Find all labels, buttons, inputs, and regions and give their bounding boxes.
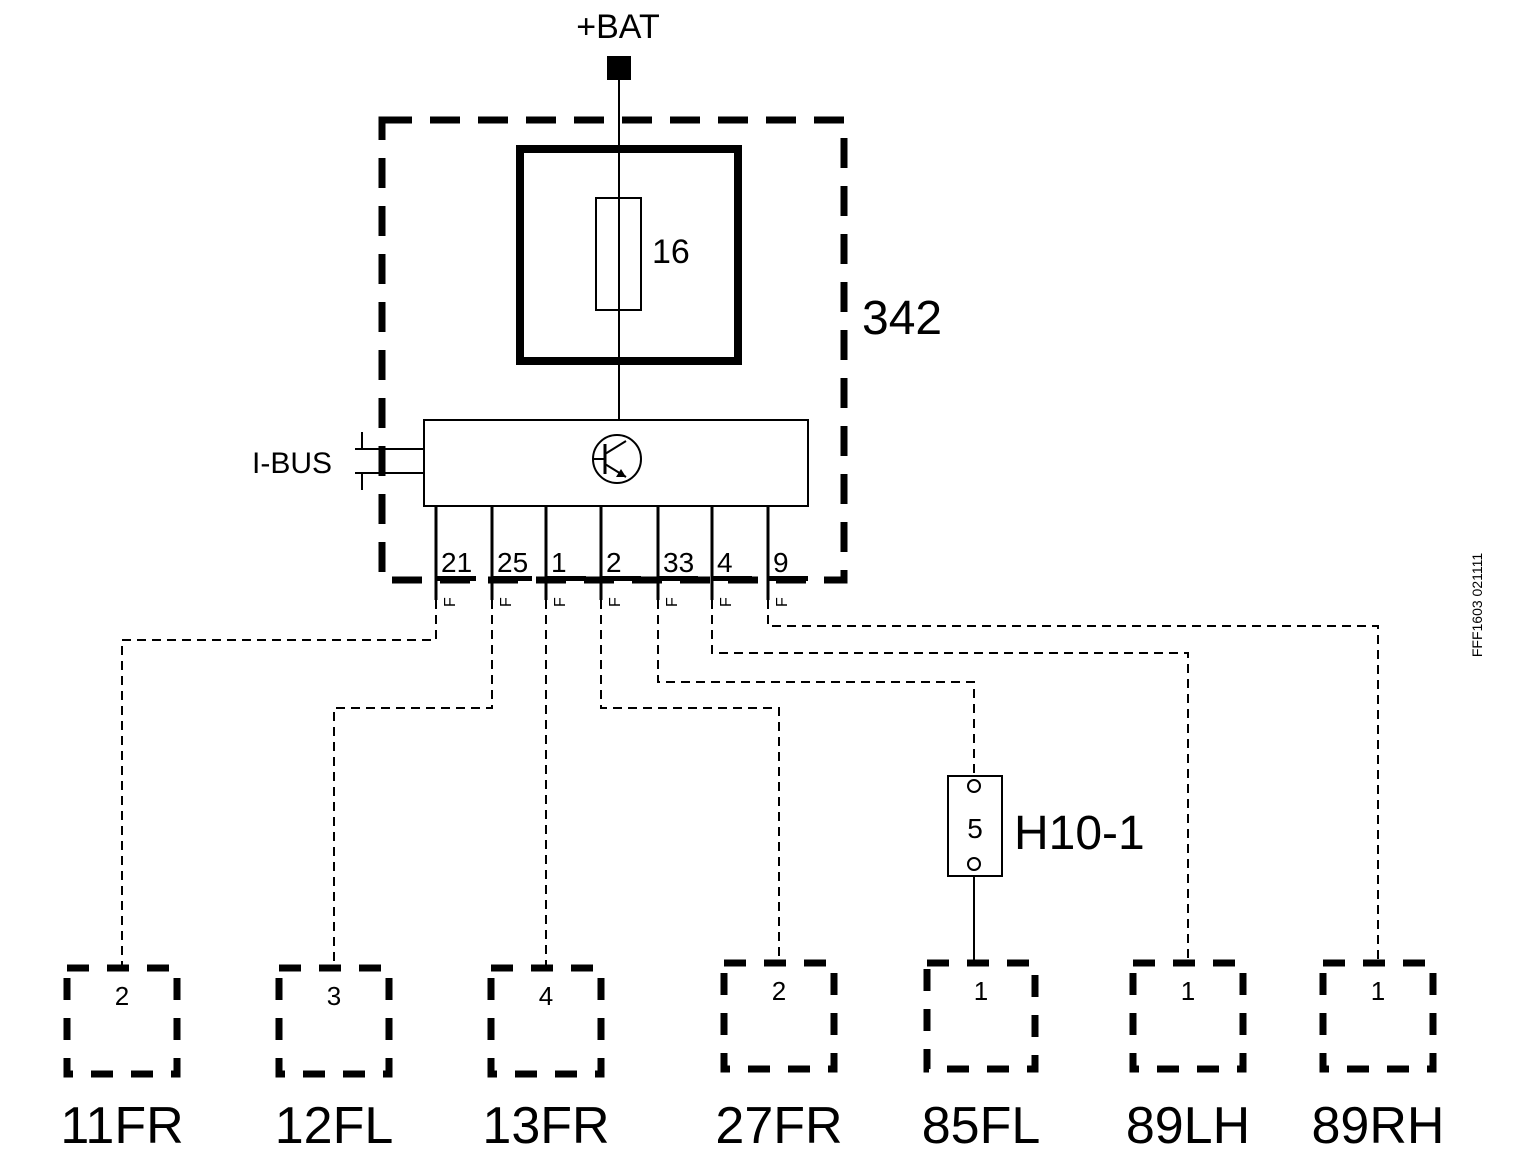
wire-2-27FR: [600, 600, 780, 963]
figure-code: FFF1603 021111: [1469, 553, 1485, 658]
load-box: [1129, 959, 1247, 1073]
pin-number: 33: [663, 547, 694, 578]
pin-4: 4F: [710, 506, 752, 607]
load-27FR: 2 27FR: [715, 959, 843, 1155]
connector-h10: 5: [947, 775, 1003, 877]
load-name: 85FL: [922, 1097, 1041, 1155]
load-name: 12FL: [275, 1097, 394, 1155]
ibus-connection: [355, 432, 424, 490]
pin-tag: F: [718, 597, 735, 607]
load-pin: 2: [115, 981, 129, 1011]
transistor-icon: [592, 434, 642, 484]
battery-terminal: [607, 56, 631, 80]
pin-21: 21F: [434, 506, 476, 607]
pin-tag: F: [774, 597, 791, 607]
connector-label: H10-1: [1014, 807, 1145, 860]
wire-21-11FR: [121, 600, 437, 968]
load-pin: 3: [327, 981, 341, 1011]
wire-9-89RH: [767, 600, 1379, 963]
pin-number: 4: [717, 547, 733, 578]
wire-25-12FL: [333, 600, 493, 968]
load-box: [487, 964, 605, 1078]
load-box: [275, 964, 393, 1078]
load-name: 89LH: [1126, 1097, 1250, 1155]
load-85FL: 1 85FL: [922, 959, 1041, 1155]
fuse-label: 16: [652, 233, 690, 271]
load-name: 11FR: [60, 1097, 183, 1155]
load-89RH: 1 89RH: [1312, 959, 1445, 1155]
load-pin: 1: [1371, 976, 1385, 1006]
wire-4-89LH: [711, 600, 1189, 963]
load-box: [720, 959, 838, 1073]
pin-number: 9: [773, 547, 789, 578]
load-name: 27FR: [715, 1097, 842, 1155]
load-pin: 1: [974, 976, 988, 1006]
pin-2: 2F: [599, 506, 641, 607]
wire-routes: [121, 600, 1379, 968]
load-pin: 2: [772, 976, 786, 1006]
pin-tag: F: [442, 597, 459, 607]
connector-pin-label: 5: [967, 813, 983, 844]
load-box: [923, 959, 1039, 1073]
pin-number: 21: [441, 547, 472, 578]
module-label: 342: [862, 292, 942, 345]
pin-number: 2: [606, 547, 622, 578]
wire-33-H10: [657, 600, 975, 776]
load-13FR: 4 13FR: [482, 964, 610, 1155]
pin-1: 1F: [544, 506, 586, 607]
load-box: [63, 964, 181, 1078]
ibus-label: I-BUS: [252, 447, 332, 480]
load-group: 2 11FR 3 12FL 4 13FR 2 27FR 1 85FL 1 89LH 1 89RH: [60, 959, 1445, 1155]
pin-33: 33F: [656, 506, 698, 607]
pin-tag: F: [664, 597, 681, 607]
pin-number: 25: [497, 547, 528, 578]
load-12FL: 3 12FL: [275, 964, 394, 1155]
load-pin: 4: [539, 981, 553, 1011]
fuse-box: [516, 145, 742, 365]
pin-number: 1: [551, 547, 567, 578]
load-11FR: 2 11FR: [60, 964, 184, 1155]
pin-tag: F: [607, 597, 624, 607]
load-name: 13FR: [482, 1097, 609, 1155]
load-89LH: 1 89LH: [1126, 959, 1250, 1155]
supply-label: +BAT: [576, 8, 659, 46]
control-unit: [423, 419, 809, 507]
pin-9: 9F: [766, 506, 808, 607]
load-name: 89RH: [1312, 1097, 1445, 1155]
load-pin: 1: [1181, 976, 1195, 1006]
pin-25: 25F: [490, 506, 532, 607]
pin-tag: F: [498, 597, 515, 607]
pin-tag: F: [552, 597, 569, 607]
load-box: [1319, 959, 1437, 1073]
module-boundary: [378, 116, 848, 584]
